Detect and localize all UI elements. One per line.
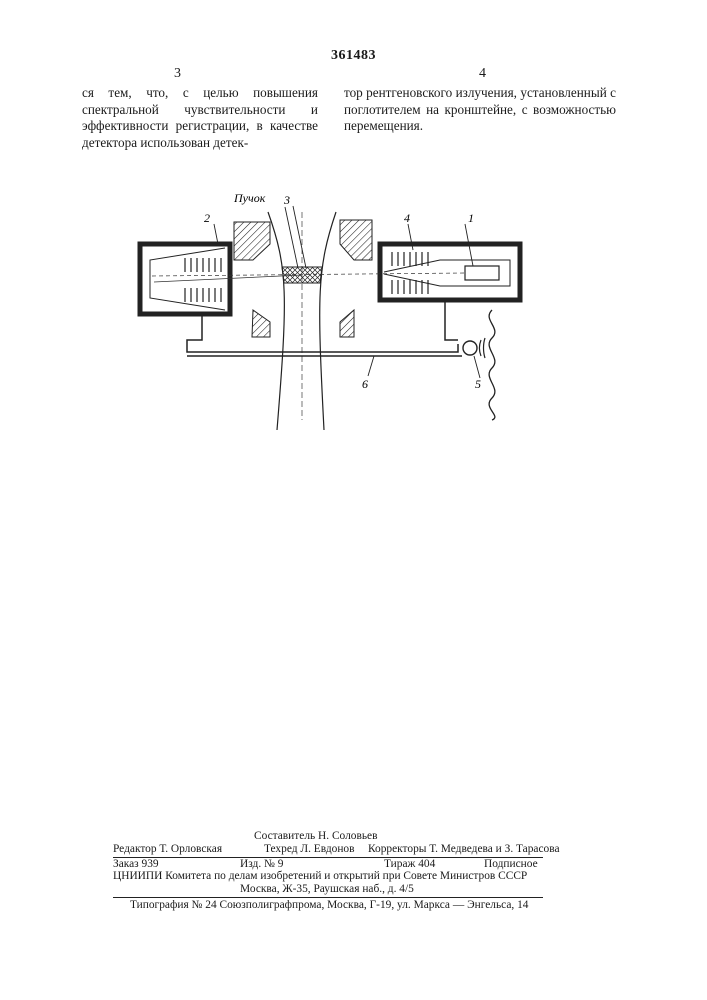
techred: Техред Л. Евдонов [264, 843, 355, 855]
compiler: Составитель Н. Соловьев [254, 830, 378, 842]
x-ray-detector [465, 266, 499, 280]
label-3: 3 [283, 193, 290, 207]
edition-number: Изд. № 9 [240, 858, 283, 870]
imprint-divider [113, 857, 543, 858]
institute-line-1: ЦНИИПИ Комитета по делам изобретений и о… [113, 870, 527, 882]
beam-label: Пучок [233, 191, 266, 205]
order-number: Заказ 939 [113, 858, 159, 870]
right-column-text: тор рентгеновского излучения, установлен… [344, 85, 616, 135]
label-4: 4 [404, 211, 410, 225]
right-detector-housing [380, 244, 520, 300]
subscription: Подписное [484, 858, 538, 870]
label-2: 2 [204, 211, 210, 225]
beam-right-edge [320, 212, 336, 430]
patent-number: 361483 [0, 48, 707, 64]
beam-left-edge [268, 212, 284, 430]
right-column-number: 4 [479, 66, 486, 82]
apparatus-diagram: Пучок 1 2 3 4 5 6 [130, 180, 540, 430]
typography: Типография № 24 Союзполиграфпрома, Москв… [130, 899, 528, 911]
circulation: Тираж 404 [384, 858, 435, 870]
left-column-number: 3 [174, 66, 181, 82]
upper-left-pole [234, 222, 270, 260]
lower-left-pole [252, 310, 270, 337]
left-column-text: ся тем, что, с целью повышения спектраль… [82, 85, 318, 151]
editor: Редактор Т. Орловская [113, 843, 222, 855]
pivot-joint [463, 341, 477, 355]
flexible-connection [489, 310, 495, 420]
bearing [480, 338, 486, 358]
label-1: 1 [468, 211, 474, 225]
upper-right-pole [340, 220, 372, 260]
institute-line-2: Москва, Ж-35, Раушская наб., д. 4/5 [240, 883, 414, 895]
imprint-divider-2 [113, 897, 543, 898]
label-5: 5 [475, 377, 481, 391]
label-6: 6 [362, 377, 368, 391]
lower-right-pole [340, 310, 354, 337]
correctors: Корректоры Т. Медведева и З. Тарасова [368, 843, 560, 855]
